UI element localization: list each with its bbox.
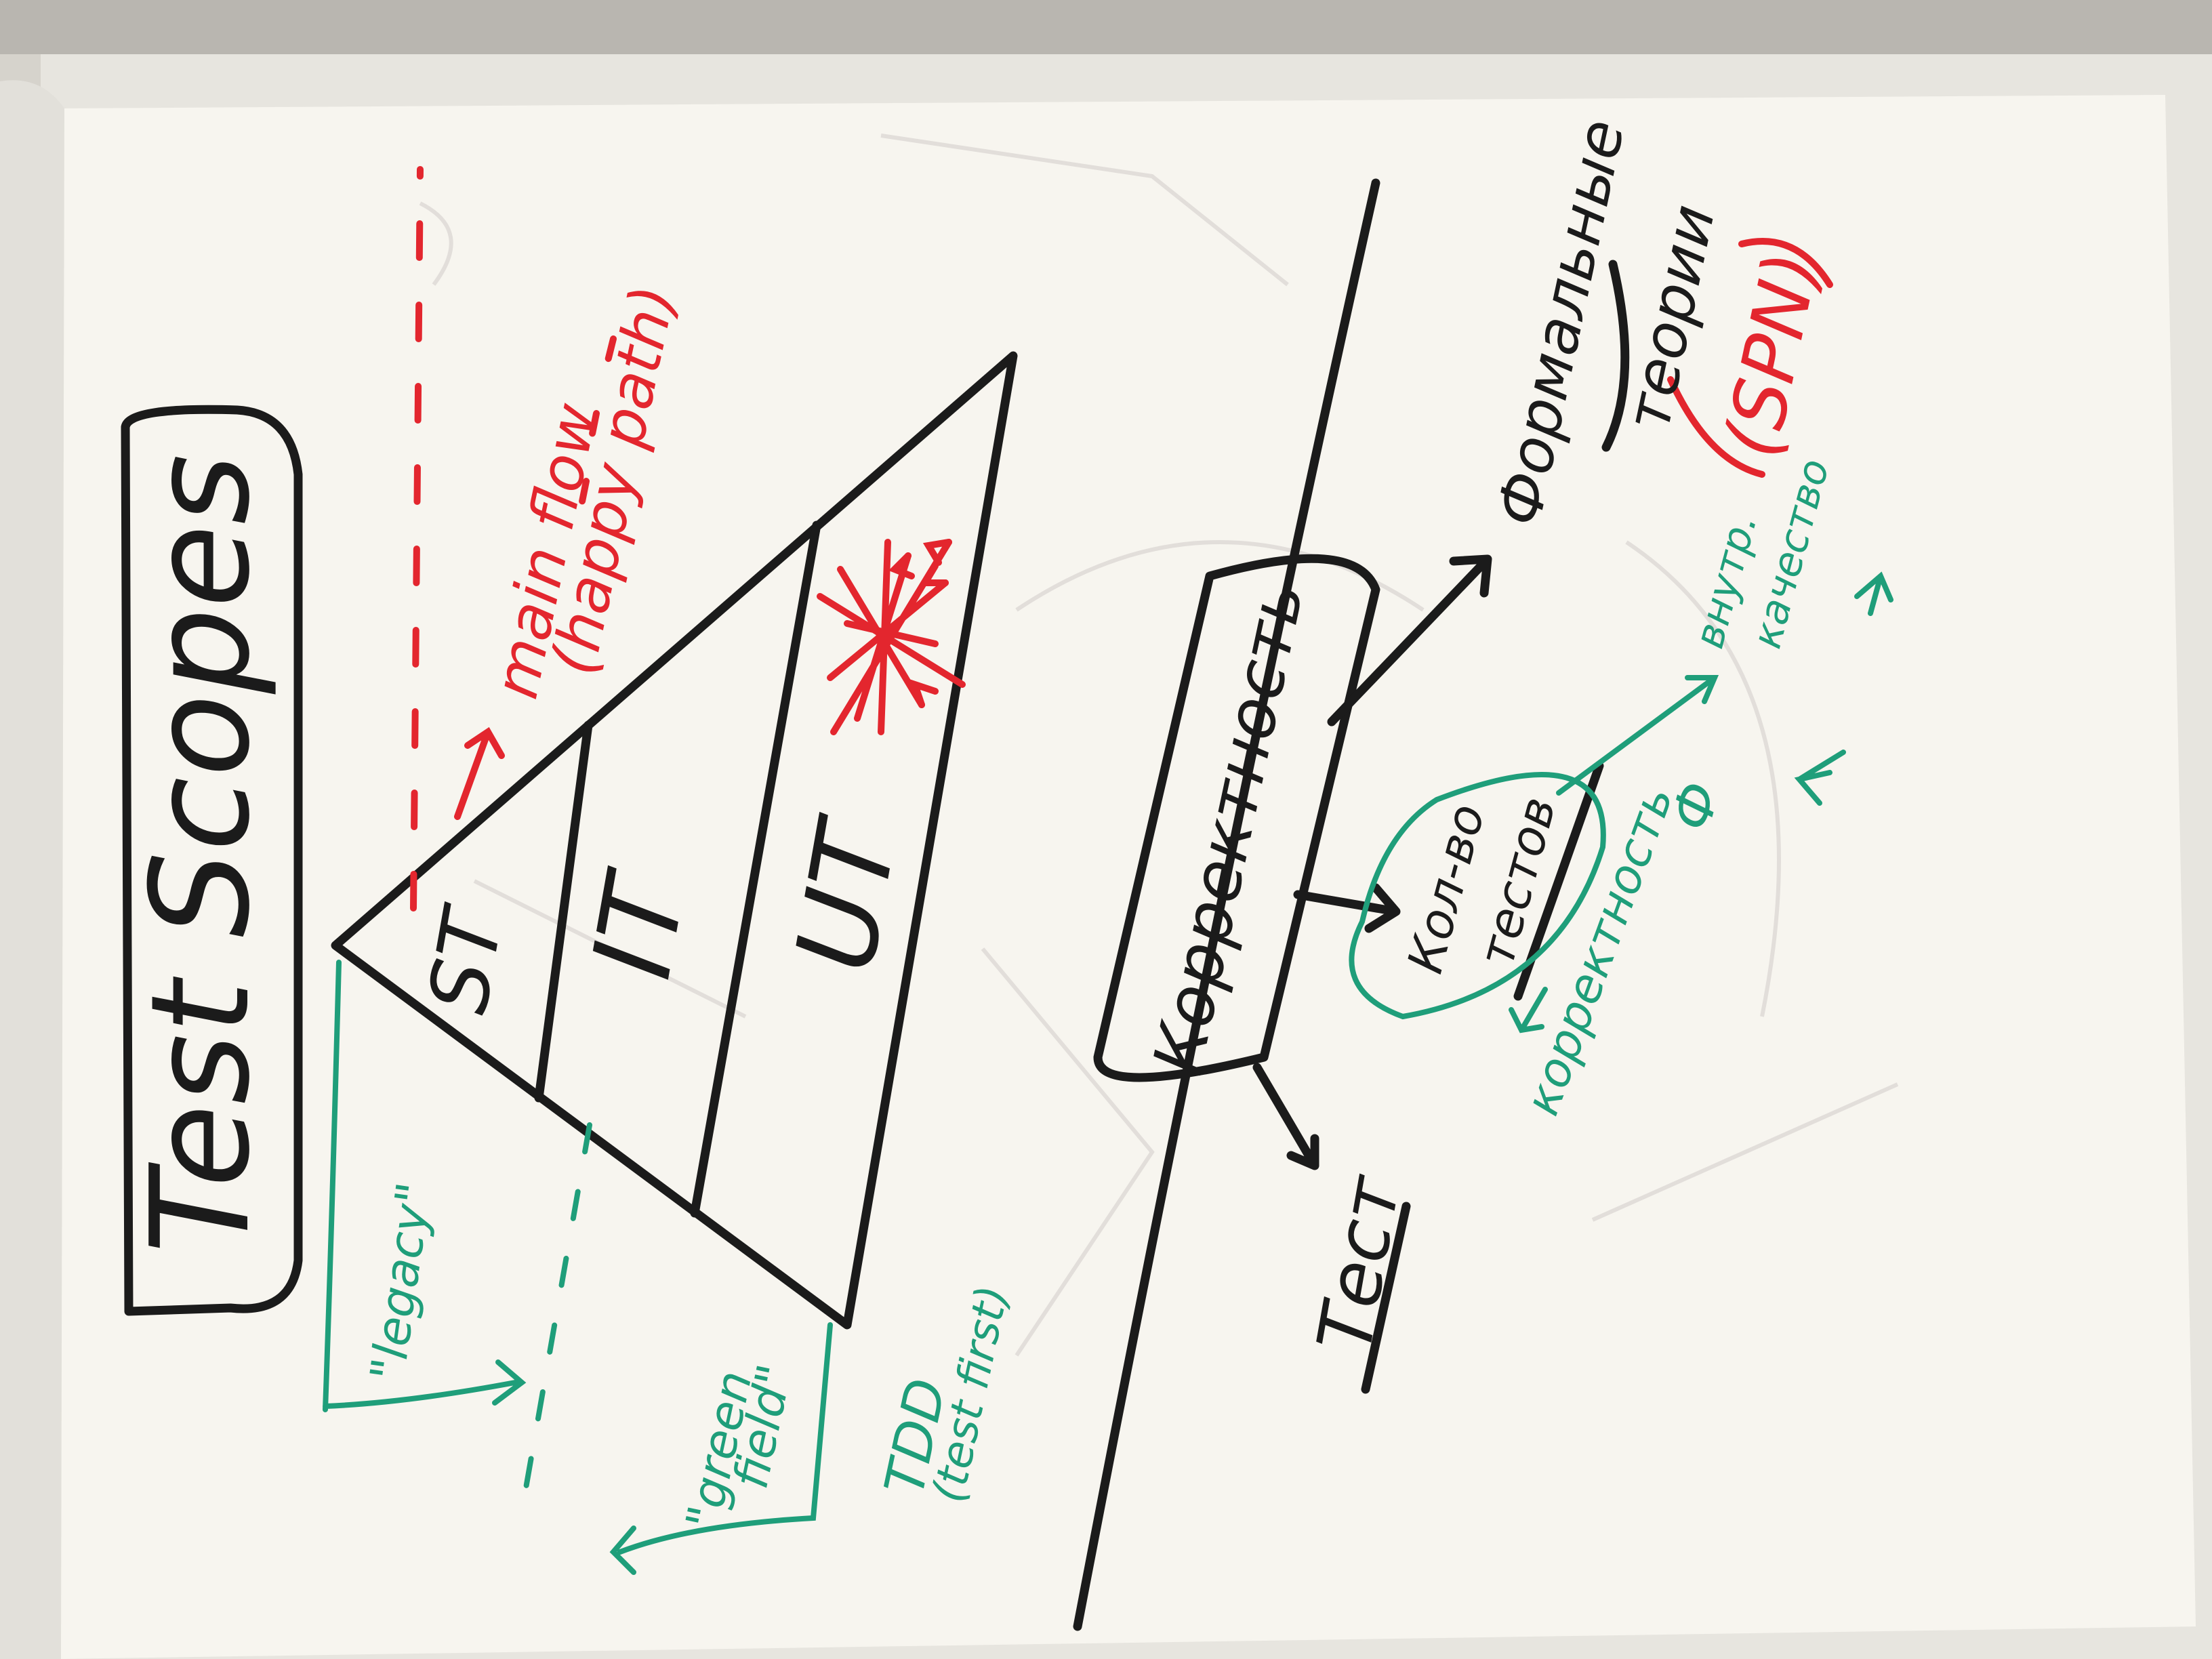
page-title: Test Scopes [122,454,280,1254]
red-arrow-main-flow [454,726,505,820]
red-arrow-cluster [817,539,966,735]
green-arrow-right-down [1794,750,1846,806]
korrektnost-box [1093,554,1380,1082]
separator-line [1073,178,1380,1631]
pyramid-level-ut: UT [771,807,922,980]
tests-underline [1361,1202,1411,1394]
arrow-to-test [1252,1063,1319,1170]
arrow-to-count [1293,883,1401,933]
black-ink [121,178,1630,1631]
red-spn-right-paren [1738,238,1833,288]
whiteboard-top-rail [0,0,2212,54]
pyramid-divider-2 [690,520,821,1218]
green-arrow-up [1556,675,1719,796]
title-box [121,405,303,1316]
pyramid-outline [331,351,1018,1330]
pyramid-level-st: ST [411,898,523,1020]
green-arrow-right-up [1854,571,1893,616]
green-field-arrow [609,1322,833,1575]
green-legacy-bracket [323,960,527,1412]
green-ellipse [1349,772,1606,1020]
green-arrow-down [1509,987,1548,1033]
green-dashed-line [519,1122,592,1514]
formal-underline [1601,260,1630,452]
arrow-to-formal [1327,554,1492,726]
red-happy-path-underline [576,335,617,518]
red-ink [410,166,1833,912]
flipchart-sheet [61,95,2196,1659]
pyramid-divider-1 [534,720,593,1103]
green-ink [323,571,1893,1575]
red-spn-left-paren [1667,376,1765,478]
flipchart-curled-pages [0,80,64,1659]
